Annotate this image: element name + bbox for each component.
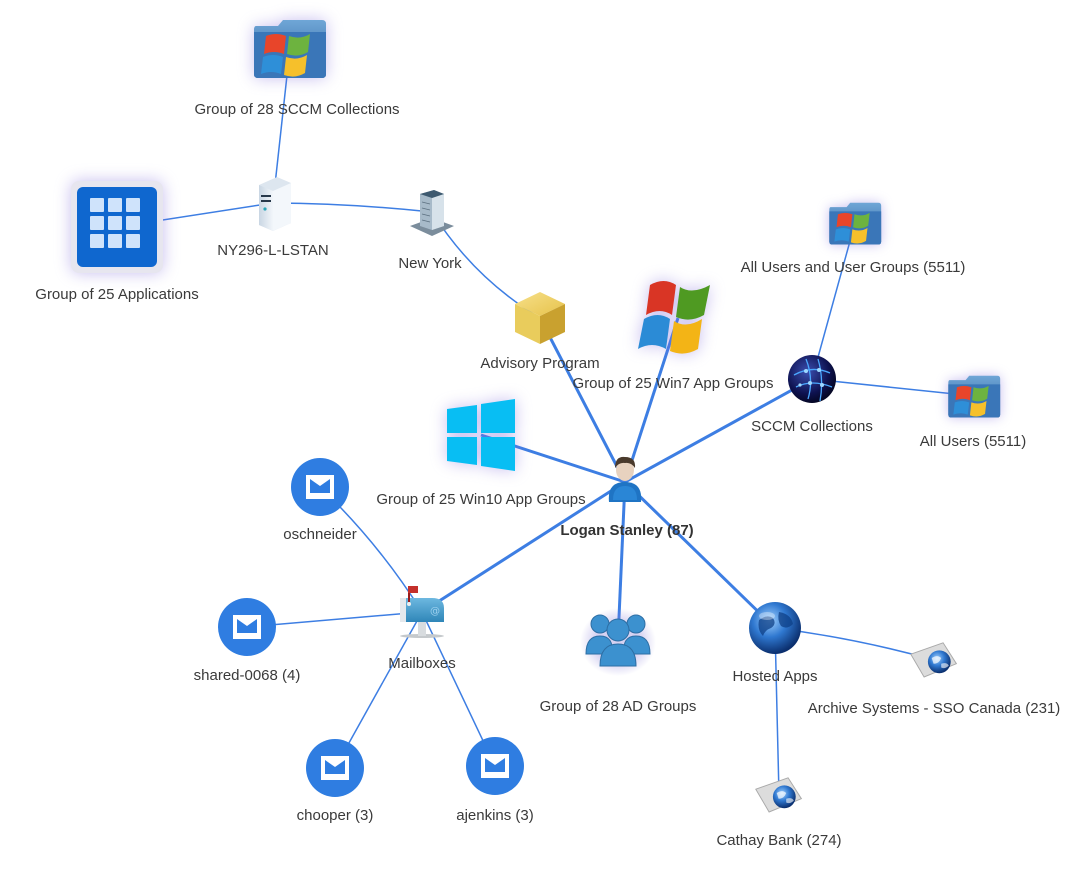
- edge-hosted-cathay: [774, 627, 780, 796]
- building-icon[interactable]: [406, 186, 458, 243]
- mailbox-user-icon[interactable]: [305, 738, 365, 803]
- windows-folder-icon[interactable]: [248, 12, 332, 87]
- node-label-chooper: chooper (3): [296, 807, 374, 824]
- mailbox-user-icon[interactable]: [290, 457, 350, 522]
- edge-logan-advisory: [538, 317, 627, 483]
- mailbox-icon[interactable]: @: [394, 584, 450, 645]
- node-label-sccm28: Group of 28 SCCM Collections: [194, 101, 400, 118]
- edge-mailboxes-shared0068: [246, 611, 423, 628]
- node-label-sccmcoll: SCCM Collections: [751, 418, 873, 435]
- node-label-advisory: Advisory Program: [480, 355, 600, 372]
- network-globe-icon[interactable]: [786, 353, 838, 410]
- node-label-hosted: Hosted Apps: [732, 668, 818, 685]
- edge-logan-win7: [623, 317, 680, 483]
- node-label-allusers: All Users (5511): [919, 433, 1027, 450]
- node-label-newyork: New York: [398, 255, 462, 272]
- node-label-archive: Archive Systems - SSO Canada (231): [807, 700, 1061, 717]
- edge-newyork-ny296: [272, 202, 433, 213]
- node-label-win7: Group of 25 Win7 App Groups: [572, 375, 774, 392]
- windows-folder-icon[interactable]: [944, 370, 1004, 424]
- node-label-adgroups: Group of 28 AD Groups: [539, 698, 697, 715]
- svg-text:@: @: [430, 606, 440, 617]
- edge-logan-mailboxes: [421, 480, 626, 614]
- windows10-logo-icon[interactable]: [441, 397, 521, 478]
- edge-logan-sccmcoll: [624, 377, 813, 484]
- web-app-icon[interactable]: [752, 774, 805, 821]
- cube-icon[interactable]: [511, 289, 569, 352]
- user-icon[interactable]: [603, 452, 647, 509]
- web-app-icon[interactable]: [907, 639, 960, 686]
- node-label-ajenkins: ajenkins (3): [456, 807, 534, 824]
- node-label-mailboxes: Mailboxes: [388, 655, 456, 672]
- node-label-win10: Group of 25 Win10 App Groups: [376, 491, 586, 508]
- node-label-logan: Logan Stanley (87): [560, 522, 694, 539]
- edge-sccmcoll-allusers: [811, 378, 975, 397]
- node-label-shared0068: shared-0068 (4): [193, 667, 301, 684]
- mailbox-user-icon[interactable]: [465, 736, 525, 801]
- user-group-icon[interactable]: [578, 602, 658, 683]
- node-label-ny296: NY296-L-LSTAN: [217, 242, 329, 259]
- app-grid-icon[interactable]: [69, 179, 165, 280]
- windows-folder-icon[interactable]: [825, 197, 885, 251]
- node-label-allusersgroups: All Users and User Groups (5511): [740, 259, 966, 276]
- node-label-apps25: Group of 25 Applications: [35, 286, 199, 303]
- windows7-logo-icon[interactable]: [630, 275, 726, 366]
- mailbox-user-icon[interactable]: [217, 597, 277, 662]
- edge-logan-hosted: [623, 480, 777, 630]
- globe-icon[interactable]: [747, 600, 803, 661]
- node-label-oschneider: oschneider: [283, 526, 357, 543]
- server-icon[interactable]: [251, 175, 295, 236]
- edge-sccmcoll-allusersgroups: [811, 222, 856, 380]
- node-label-cathay: Cathay Bank (274): [716, 832, 842, 849]
- edge-mailboxes-chooper: [334, 611, 423, 769]
